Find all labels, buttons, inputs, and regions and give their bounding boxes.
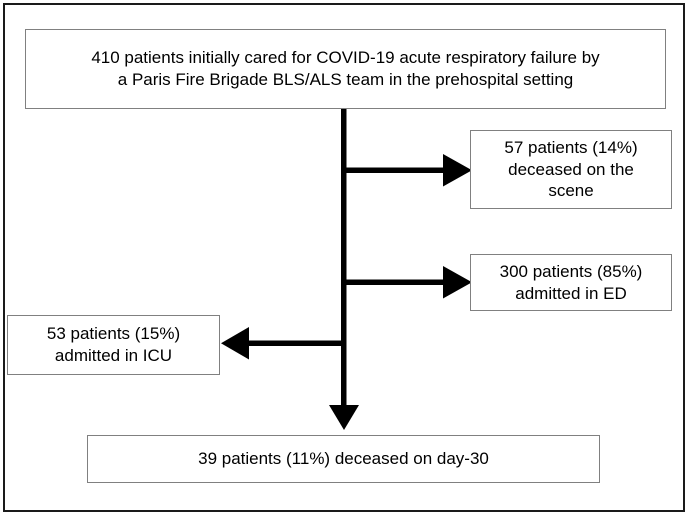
node-admitted-icu: 53 patients (15%) admitted in ICU bbox=[7, 315, 220, 375]
node-admitted-ed-line2: admitted in ED bbox=[515, 283, 627, 303]
node-deceased-day30: 39 patients (11%) deceased on day-30 bbox=[87, 435, 600, 483]
node-admitted-ed: 300 patients (85%)admitted in ED bbox=[470, 254, 672, 311]
node-deceased-scene-line3: scene bbox=[548, 181, 594, 201]
node-admitted-icu-label: 53 patients (15%) admitted in ICU bbox=[14, 323, 213, 367]
node-deceased-scene-line1: 57 patients (14%) bbox=[504, 137, 638, 157]
node-cohort: 410 patients initially cared for COVID-1… bbox=[25, 29, 666, 109]
node-cohort-line2: a Paris Fire Brigade BLS/ALS team in the… bbox=[117, 70, 574, 89]
node-deceased-day30-label: 39 patients (11%) deceased on day-30 bbox=[198, 449, 489, 469]
node-admitted-ed-line1: 300 patients (85%) bbox=[499, 261, 643, 281]
node-cohort-line1: 410 patients initially cared for COVID-1… bbox=[91, 48, 600, 68]
node-admitted-icu-line2: admitted in ICU bbox=[54, 346, 173, 365]
node-deceased-scene-line2: deceased on the bbox=[508, 159, 634, 179]
node-cohort-label: 410 patients initially cared for COVID-1… bbox=[32, 47, 659, 91]
node-admitted-icu-line1: 53 patients (15%) bbox=[46, 324, 181, 344]
node-admitted-ed-label: 300 patients (85%)admitted in ED bbox=[477, 261, 665, 305]
